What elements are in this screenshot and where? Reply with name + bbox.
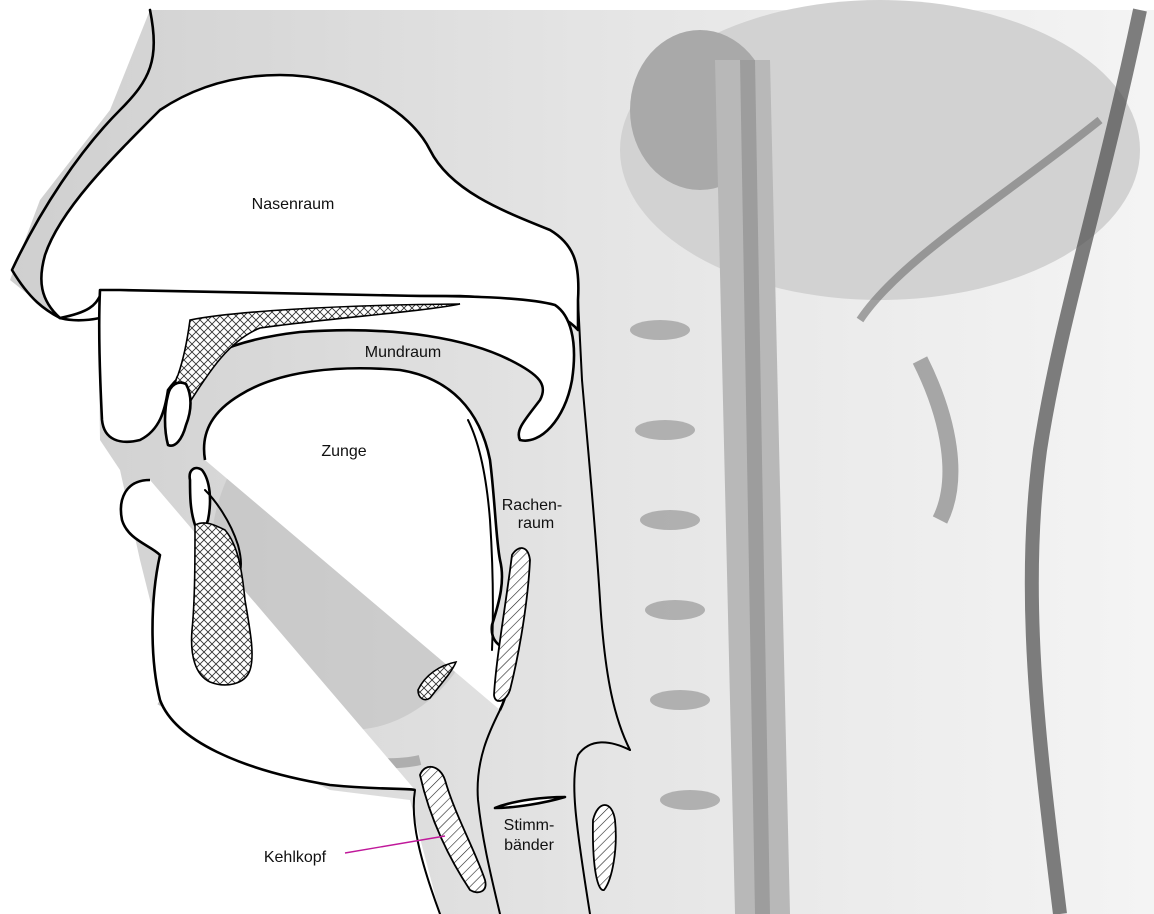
label-mundraum-text: Mundraum: [365, 344, 441, 361]
label-stimmbaender-line2: bänder: [504, 837, 554, 854]
label-kehlkopf: Kehlkopf: [264, 849, 327, 866]
lower-tooth: [190, 468, 210, 529]
label-zunge: Zunge: [300, 437, 388, 463]
label-nasenraum: Nasenraum: [226, 190, 360, 216]
label-rachenraum-line2: raum: [518, 515, 554, 532]
label-nasenraum-text: Nasenraum: [252, 196, 335, 213]
label-mundraum: Mundraum: [365, 344, 441, 361]
label-kehlkopf-text: Kehlkopf: [264, 849, 327, 866]
label-stimmbaender-line1: Stimm-: [504, 817, 555, 834]
label-rachenraum-line1: Rachen-: [502, 497, 562, 514]
label-zunge-text: Zunge: [321, 443, 366, 460]
